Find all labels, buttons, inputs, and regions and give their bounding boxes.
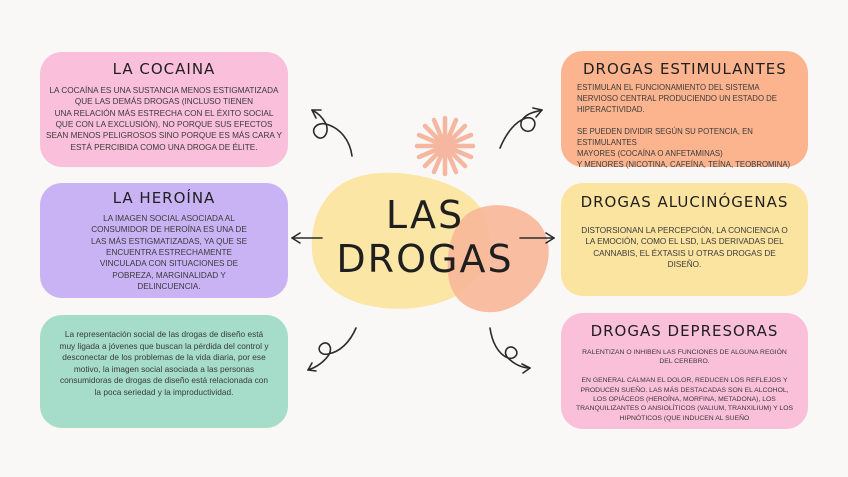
card-drogas-diseno-text: La representación social de las drogas d… bbox=[58, 329, 270, 399]
card-drogas-diseno: La representación social de las drogas d… bbox=[40, 315, 288, 428]
card-heroina: LA HEROÍNA LA IMAGEN SOCIAL ASOCIADA AL … bbox=[40, 183, 288, 298]
card-estimulantes-text: ESTIMULAN EL FUNCIONAMIENTO DEL SISTEMA … bbox=[577, 82, 796, 171]
curly-arrow-icon bbox=[308, 328, 356, 371]
curly-arrow-icon bbox=[292, 233, 322, 243]
main-title: LAS DROGAS bbox=[330, 196, 520, 278]
card-cocaina-text: LA COCAÍNA ES UNA SUSTANCIA MENOS ESTIGM… bbox=[40, 85, 288, 153]
card-estimulantes-title: DROGAS ESTIMULANTES bbox=[583, 60, 808, 78]
card-alucinogenas: DROGAS ALUCINÓGENAS DISTORSIONAN LA PERC… bbox=[561, 183, 808, 296]
card-heroina-title: LA HEROÍNA bbox=[40, 189, 288, 207]
card-alucinogenas-title: DROGAS ALUCINÓGENAS bbox=[561, 193, 808, 211]
card-alucinogenas-text: DISTORSIONAN LA PERCEPCIÓN, LA CONCIENCI… bbox=[579, 225, 790, 270]
card-depresoras-title: DROGAS DEPRESORAS bbox=[561, 322, 808, 340]
curly-arrow-icon bbox=[520, 233, 554, 243]
card-heroina-text: LA IMAGEN SOCIAL ASOCIADA AL CONSUMIDOR … bbox=[86, 213, 252, 292]
curly-arrow-icon bbox=[312, 110, 352, 156]
card-depresoras: DROGAS DEPRESORAS RALENTIZAN O INHIBEN L… bbox=[561, 313, 808, 429]
title-line-2: DROGAS bbox=[330, 240, 520, 278]
sun-burst-icon bbox=[417, 118, 473, 174]
curly-arrow-icon bbox=[490, 328, 530, 373]
card-cocaina: LA COCAINA LA COCAÍNA ES UNA SUSTANCIA M… bbox=[40, 52, 288, 167]
card-estimulantes: DROGAS ESTIMULANTES ESTIMULAN EL FUNCION… bbox=[561, 51, 808, 167]
curly-arrow-icon bbox=[500, 108, 542, 148]
card-depresoras-text: RALENTIZAN O INHIBEN LAS FUNCIONES DE AL… bbox=[575, 348, 794, 423]
card-cocaina-title: LA COCAINA bbox=[40, 60, 288, 78]
title-line-1: LAS bbox=[330, 196, 520, 234]
